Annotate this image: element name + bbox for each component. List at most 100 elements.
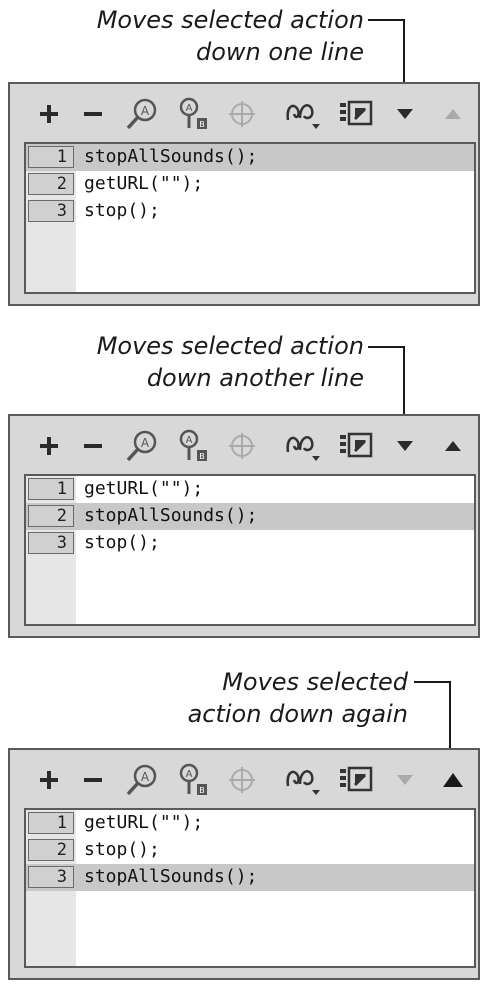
code-line[interactable]: 3 stop(); — [26, 198, 474, 225]
line-number: 2 — [28, 173, 74, 195]
caption-line-1: Moves selected — [222, 668, 408, 696]
debug-options-button[interactable] — [282, 424, 326, 468]
find-button[interactable]: A — [122, 758, 162, 802]
code-text: stopAllSounds(); — [84, 505, 258, 526]
target-icon — [229, 767, 255, 793]
code-line[interactable]: 1 getURL(""); — [26, 810, 474, 837]
line-number: 2 — [28, 839, 74, 861]
remove-icon — [84, 112, 102, 116]
target-icon — [229, 101, 255, 127]
find-icon: A — [126, 98, 157, 130]
caption-line-2: down another line — [146, 364, 364, 392]
code-line[interactable]: 2 stop(); — [26, 837, 474, 864]
view-options-button[interactable] — [336, 758, 376, 802]
svg-text:A: A — [186, 435, 193, 446]
caption-step-3: Moves selected action down again — [188, 666, 408, 730]
line-number: 1 — [28, 146, 74, 168]
move-up-icon — [445, 441, 461, 451]
move-up-button[interactable] — [438, 424, 468, 468]
caption-line-1: Moves selected action — [96, 6, 364, 34]
line-number: 3 — [28, 532, 74, 554]
find-button[interactable]: A — [122, 92, 162, 136]
move-down-button[interactable] — [390, 92, 420, 136]
caption-line-1: Moves selected action — [96, 332, 364, 360]
add-icon — [40, 105, 58, 123]
replace-icon: AB — [179, 763, 207, 795]
code-text: getURL(""); — [84, 173, 204, 194]
move-down-icon — [397, 775, 413, 785]
code-text: getURL(""); — [84, 478, 204, 499]
svg-text:A: A — [141, 436, 150, 450]
line-number: 2 — [28, 505, 74, 527]
code-text: getURL(""); — [84, 812, 204, 833]
target-icon — [229, 433, 255, 459]
svg-text:B: B — [199, 452, 205, 461]
caption-step-2: Moves selected action down another line — [97, 330, 364, 394]
remove-icon — [84, 778, 102, 782]
debug-options-button[interactable] — [282, 92, 326, 136]
remove-action-button[interactable] — [78, 424, 108, 468]
svg-text:A: A — [186, 769, 193, 780]
insert-target-path-button[interactable] — [222, 758, 262, 802]
move-up-button[interactable] — [438, 758, 468, 802]
debug-options-icon — [286, 436, 320, 461]
view-options-icon — [340, 100, 373, 126]
insert-target-path-button[interactable] — [222, 424, 262, 468]
add-icon — [40, 771, 58, 789]
move-down-icon — [397, 441, 413, 451]
line-number: 1 — [28, 478, 74, 500]
code-text: stopAllSounds(); — [84, 146, 258, 167]
view-options-icon — [340, 432, 373, 458]
find-icon: A — [126, 430, 157, 462]
add-action-button[interactable] — [34, 758, 64, 802]
code-line[interactable]: 2 getURL(""); — [26, 171, 474, 198]
move-up-button[interactable] — [438, 92, 468, 136]
caption-step-1: Moves selected action down one line — [97, 4, 364, 68]
script-editor[interactable]: 1 stopAllSounds(); 2 getURL(""); 3 stop(… — [24, 142, 476, 294]
add-action-button[interactable] — [34, 92, 64, 136]
code-line[interactable]: 3 stop(); — [26, 530, 474, 557]
step-2: Moves selected action down another line … — [0, 330, 500, 650]
find-icon: A — [126, 764, 157, 796]
debug-options-button[interactable] — [282, 758, 326, 802]
code-line[interactable]: 1 stopAllSounds(); — [26, 144, 474, 171]
move-down-icon — [397, 109, 413, 119]
view-options-button[interactable] — [336, 424, 376, 468]
leader-arrow — [414, 681, 451, 776]
remove-icon — [84, 444, 102, 448]
script-editor[interactable]: 1 getURL(""); 2 stopAllSounds(); 3 stop(… — [24, 474, 476, 626]
insert-target-path-button[interactable] — [222, 92, 262, 136]
code-text: stop(); — [84, 839, 160, 860]
svg-text:A: A — [186, 103, 193, 114]
remove-action-button[interactable] — [78, 758, 108, 802]
script-editor[interactable]: 1 getURL(""); 2 stop(); 3 stopAllSounds(… — [24, 808, 476, 968]
remove-action-button[interactable] — [78, 92, 108, 136]
move-down-button[interactable] — [390, 424, 420, 468]
replace-icon: AB — [179, 429, 207, 461]
code-line[interactable]: 2 stopAllSounds(); — [26, 503, 474, 530]
add-action-button[interactable] — [34, 424, 64, 468]
code-line[interactable]: 1 getURL(""); — [26, 476, 474, 503]
view-options-button[interactable] — [336, 92, 376, 136]
move-down-button[interactable] — [390, 758, 420, 802]
code-text: stop(); — [84, 200, 160, 221]
replace-icon: AB — [179, 97, 207, 129]
debug-options-icon — [286, 770, 320, 795]
caption-line-2: action down again — [187, 700, 408, 728]
code-line[interactable]: 3 stopAllSounds(); — [26, 864, 474, 891]
add-icon — [40, 437, 58, 455]
code-text: stopAllSounds(); — [84, 866, 258, 887]
line-number: 3 — [28, 866, 74, 888]
view-options-icon — [340, 766, 373, 792]
svg-text:A: A — [141, 104, 150, 118]
find-button[interactable]: A — [122, 424, 162, 468]
